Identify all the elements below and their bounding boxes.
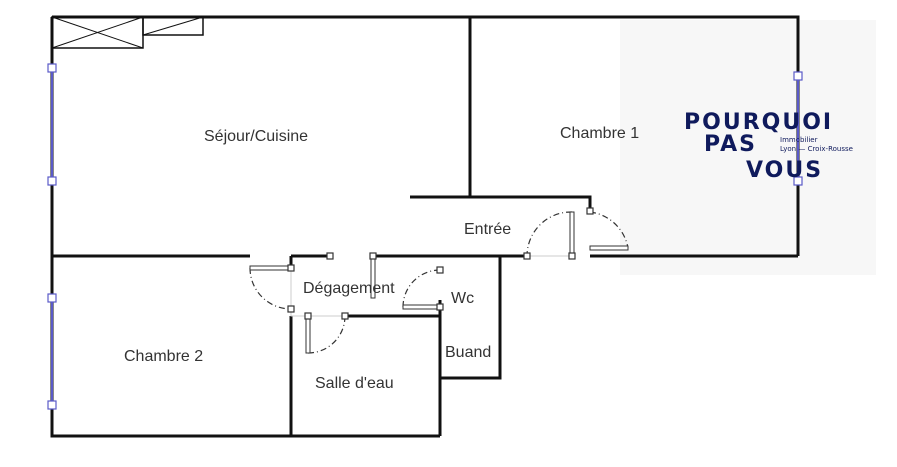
room-label-degagement: Dégagement: [303, 280, 395, 297]
logo-backdrop: [620, 20, 876, 275]
room-label-wc: Wc: [451, 290, 474, 307]
room-label-buanderie: Buand: [445, 344, 491, 361]
room-label-chambre1: Chambre 1: [560, 125, 639, 142]
logo-tagline2: Lyon — Croix-Rousse: [780, 145, 853, 153]
room-label-chambre2: Chambre 2: [124, 348, 203, 365]
logo-line3: VOUS: [746, 158, 824, 183]
logo-tagline: Immobilier Lyon — Croix-Rousse: [780, 136, 853, 154]
logo-line1: POURQUOI: [684, 110, 834, 135]
logo-line2: PAS: [704, 132, 757, 157]
room-label-salle-eau: Salle d'eau: [315, 375, 394, 392]
agency-logo: POURQUOI PAS VOUS Immobilier Lyon — Croi…: [684, 110, 853, 183]
doors: [249, 207, 629, 354]
windows: [47, 63, 803, 410]
logo-tagline1: Immobilier: [780, 136, 818, 144]
room-label-sejour: Séjour/Cuisine: [204, 128, 308, 145]
kitchen-units: [51, 16, 204, 49]
room-label-entree: Entrée: [464, 221, 511, 238]
